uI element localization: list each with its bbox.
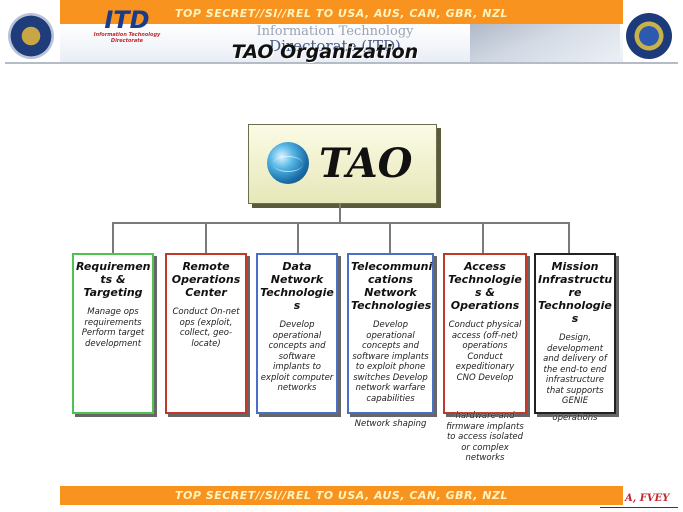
left-seal-icon [8,13,54,59]
unit-description: Conduct On-net ops (exploit, collect, ge… [172,307,240,349]
connector-drop-5 [482,222,484,254]
header-ghost-line1: Information Technology [256,24,414,39]
globe-icon [267,142,309,184]
unit-title: Requiremen ts & Targeting [76,260,151,299]
unit-data-network-technologies: Data Network Technologie s Develop opera… [256,253,338,414]
classification-banner-bottom: TOP SECRET//SI//REL TO USA, AUS, CAN, GB… [60,486,623,505]
unit-overflow-text: operations [552,413,598,423]
connector-drop-6 [568,222,570,254]
unit-remote-operations-center: Remote Operations Center Conduct On-net … [165,253,247,414]
unit-description: Design, development and delivery of the … [543,333,607,406]
unit-title: Remote Operations Center [171,260,241,299]
tao-root-box: TAO [248,124,437,204]
unit-title: Mission Infrastructu re Technologie s [538,260,613,325]
itd-logo: ITD Information Technology Directorate [84,6,170,48]
page-title: TAO Organization [231,41,419,63]
unit-access-technologies-operations: Access Technologie s & Operations Conduc… [443,253,527,463]
connector-trunk [339,203,341,223]
connector-drop-1 [112,222,114,254]
unit-mission-infrastructure-technologies: Mission Infrastructu re Technologie s De… [534,253,616,423]
header-directorate-text: Information Technology Directorate (ITD) [205,24,465,54]
fvey-fragment: A, FVEY [625,493,670,504]
itd-logo-text: ITD [104,6,150,34]
unit-overflow-text: hardware and firmware implants to access… [446,411,524,463]
classification-banner-top: TOP SECRET//SI//REL TO USA, AUS, CAN, GB… [60,0,623,24]
unit-telecommunications-network-technologies: Telecommuni cations Network Technologies… [347,253,434,429]
connector-drop-2 [205,222,207,254]
unit-requirements-targeting: Requiremen ts & Targeting Manage ops req… [72,253,154,414]
unit-description: Manage ops requirements Perform target d… [81,307,145,349]
connector-bus [112,222,569,224]
unit-description: Develop operational concepts and softwar… [260,320,334,393]
connector-drop-4 [389,222,391,254]
header-ghost-line2: Directorate (ITD) [269,37,401,55]
header-divider [5,62,678,64]
itd-logo-subtitle: Information Technology Directorate [93,32,161,44]
unit-description: Conduct physical access (off-net) operat… [448,320,522,383]
unit-overflow-text: Network shaping [354,419,427,429]
building-photo [470,24,620,62]
unit-title: Telecommuni cations Network Technologies [351,260,433,312]
unit-title: Access Technologie s & Operations [448,260,522,312]
connector-drop-3 [297,222,299,254]
fvey-underline [600,507,678,508]
unit-title: Data Network Technologie s [260,260,334,312]
nsa-seal-icon [626,13,672,59]
tao-root-label: TAO [319,140,413,187]
unit-description: Develop operational concepts and softwar… [352,320,429,404]
